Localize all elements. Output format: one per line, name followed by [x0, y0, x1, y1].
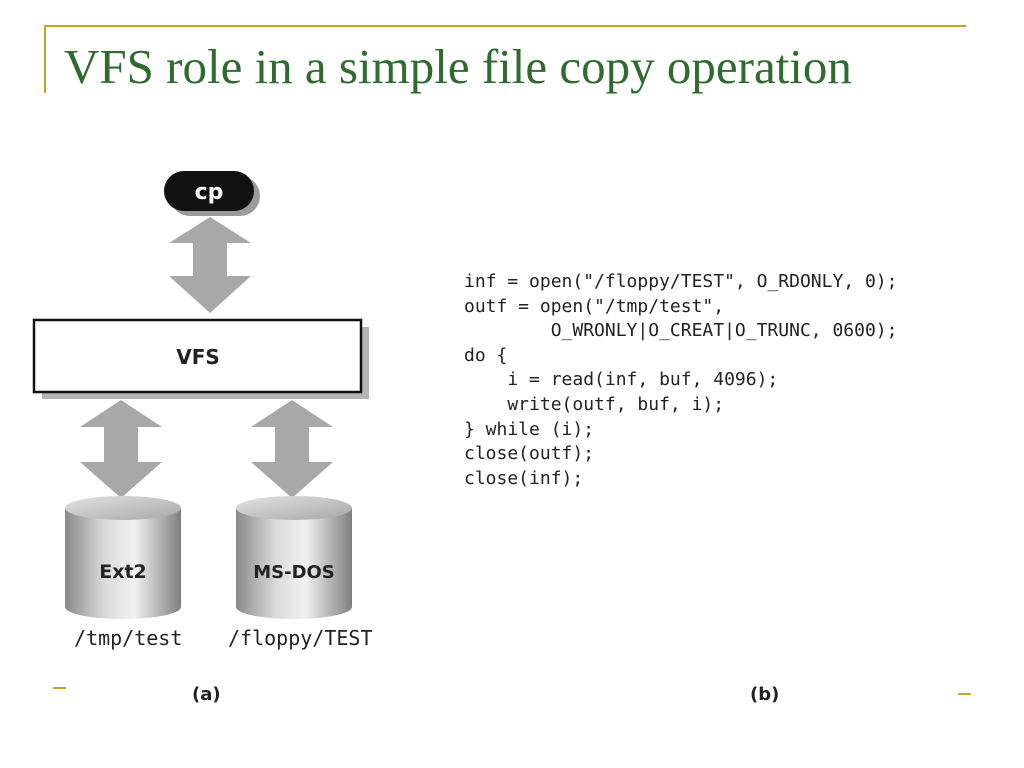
arrow-vfs-msdos: [251, 400, 333, 498]
msdos-disk-node: MS-DOS: [236, 496, 352, 619]
cp-label: cp: [195, 180, 224, 205]
path-right-label: /floppy/TEST: [228, 626, 373, 650]
code-line: } while (i);: [464, 418, 595, 440]
code-line: i = read(inf, buf, 4096);: [464, 369, 779, 391]
code-listing: inf = open("/floppy/TEST", O_RDONLY, 0);…: [464, 270, 897, 491]
path-left-label: /tmp/test: [74, 626, 183, 650]
frame-left-rule: [44, 25, 46, 93]
caption-a: (a): [192, 684, 221, 705]
arrow-vfs-ext2: [80, 400, 162, 498]
vfs-label: VFS: [176, 345, 220, 369]
code-line: O_WRONLY|O_CREAT|O_TRUNC, 0600);: [464, 320, 898, 342]
code-line: write(outf, buf, i);: [464, 393, 725, 415]
code-line: close(outf);: [464, 443, 595, 465]
arrow-cp-vfs: [169, 217, 251, 313]
code-line: inf = open("/floppy/TEST", O_RDONLY, 0);: [464, 271, 898, 292]
frame-top-rule: [44, 25, 966, 27]
ext2-disk-node: Ext2: [65, 496, 181, 619]
code-line: close(inf);: [464, 467, 584, 489]
msdos-label: MS-DOS: [253, 562, 335, 583]
ext2-label: Ext2: [99, 561, 147, 583]
slide-title: VFS role in a simple file copy operation: [64, 39, 852, 94]
cp-process-node: cp: [164, 171, 260, 216]
vfs-node: VFS: [32, 318, 369, 399]
caption-b: (b): [750, 684, 780, 705]
code-line: outf = open("/tmp/test",: [464, 295, 725, 317]
code-line: do {: [464, 344, 508, 366]
footer-tick-right: [958, 693, 971, 695]
footer-tick-left: [53, 687, 66, 689]
